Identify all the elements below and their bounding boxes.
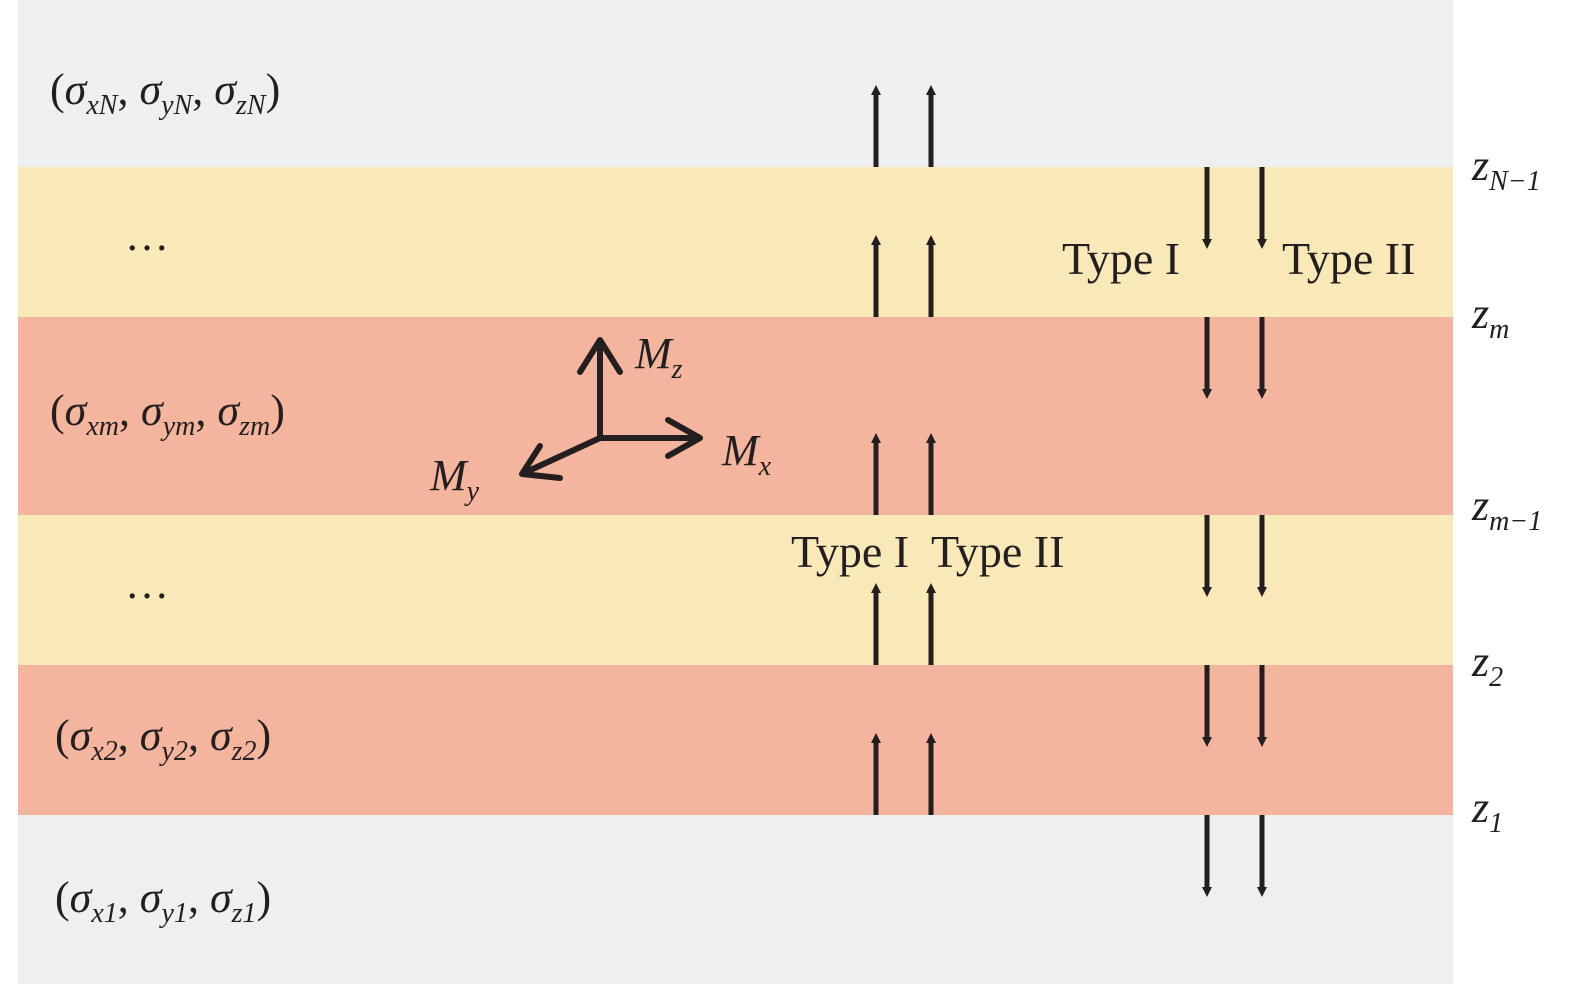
upward-type-ii-label: Type II: [931, 526, 1064, 577]
band-bottom-half-space: [18, 815, 1453, 984]
downward-type-ii-label: Type II: [1282, 233, 1415, 284]
mx-arrowhead: [665, 417, 703, 459]
ellipsis-lower: …: [125, 559, 169, 608]
my-label: My: [429, 451, 480, 507]
interface-label-z2: z2: [1471, 637, 1503, 693]
band-layer-m: [18, 317, 1453, 515]
upward-type-i-label: Type I: [791, 526, 909, 577]
downward-type-i-label: Type I: [1062, 233, 1180, 284]
upward-arrows: [871, 85, 936, 815]
band-upper-ellipsis-layer: [18, 167, 1453, 317]
band-top-half-space: [18, 0, 1453, 167]
band-lower-ellipsis-layer: [18, 515, 1453, 665]
mx-label: Mx: [721, 426, 772, 482]
interface-label-zN-1: zN−1: [1471, 141, 1541, 197]
sigma-label-bottom: (σx1, σy1, σz1): [55, 873, 271, 929]
sigma-label-layer-2: (σx2, σy2, σz2): [55, 711, 271, 767]
moment-axes: [519, 337, 703, 481]
mz-label: Mz: [634, 329, 683, 385]
band-layer-2: [18, 665, 1453, 815]
sigma-label-top: (σxN, σyN, σzN): [50, 65, 280, 121]
my-axis-arrow: [521, 435, 603, 476]
my-arrowhead: [519, 443, 563, 481]
mz-arrowhead: [577, 337, 623, 375]
sigma-label-layer-m: (σxm, σym, σzm): [50, 386, 285, 442]
interface-label-zm: zm: [1471, 289, 1509, 345]
interface-label-z1: z1: [1471, 783, 1503, 839]
downward-arrows: [1202, 167, 1267, 897]
ellipsis-upper: …: [125, 211, 169, 260]
interface-label-zm-1: zm−1: [1471, 481, 1542, 537]
